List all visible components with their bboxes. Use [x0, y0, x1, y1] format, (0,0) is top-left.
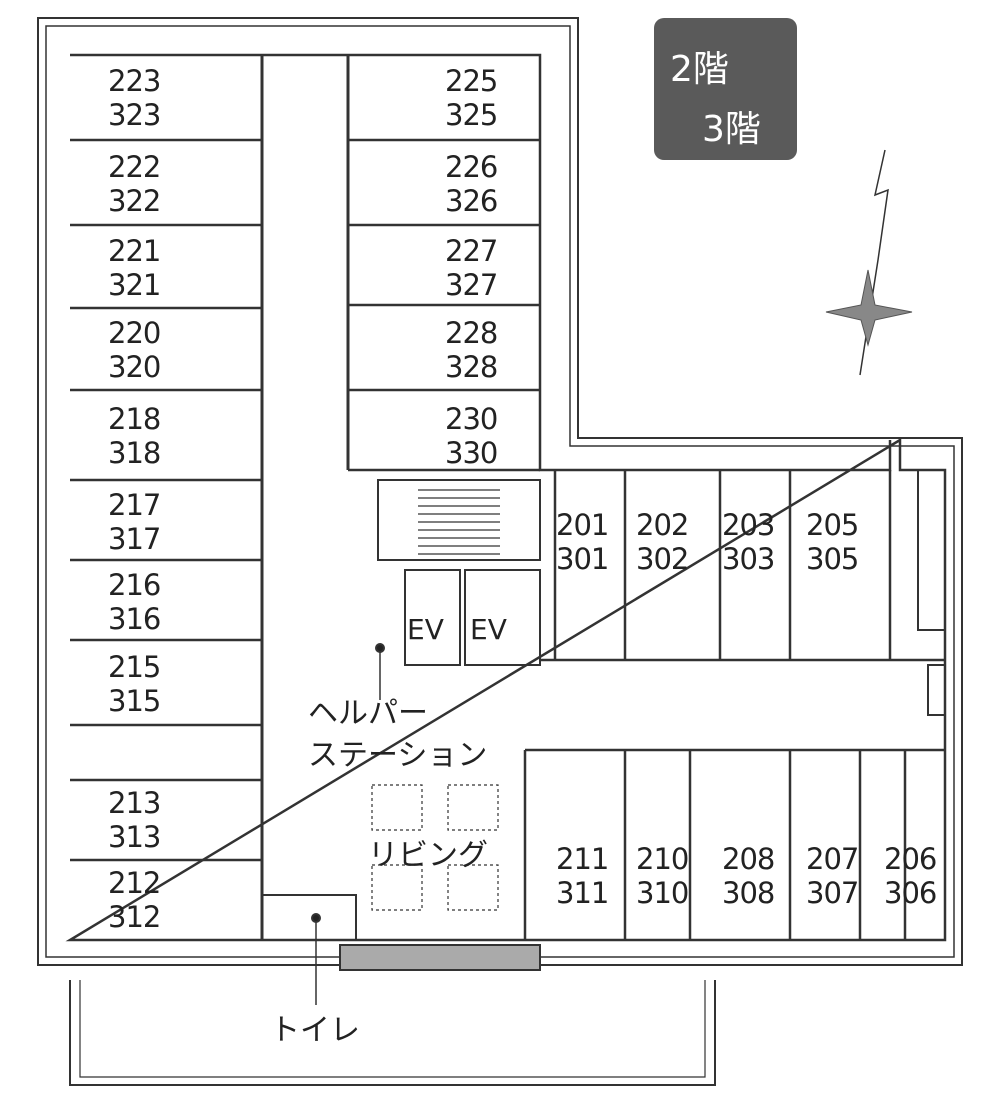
- room-number-floor2: 230: [445, 402, 498, 436]
- room-number-floor3: 321: [108, 268, 161, 302]
- floor-badge-line2: 3階: [702, 109, 761, 150]
- room-number-floor3: 328: [445, 350, 498, 384]
- room-number-floor3: 312: [108, 900, 161, 934]
- floor-badge-line1: 2階: [670, 49, 729, 90]
- room-number-floor3: 301: [556, 542, 609, 576]
- helper-station-label-line2: ステーション: [308, 738, 488, 773]
- room-number-floor2: 206: [884, 842, 937, 876]
- room-number-floor2: 203: [722, 508, 775, 542]
- elevator-label: EV: [407, 613, 444, 646]
- room-number-floor2: 228: [445, 316, 498, 350]
- room-number-floor3: 316: [108, 602, 161, 636]
- room-number-floor2: 211: [556, 842, 609, 876]
- room-number-floor3: 315: [108, 684, 161, 718]
- room-number-floor3: 322: [108, 184, 161, 218]
- room-number-floor3: 318: [108, 436, 161, 470]
- room-number-floor2: 205: [806, 508, 859, 542]
- room-number-floor2: 227: [445, 234, 498, 268]
- room-number-floor3: 325: [445, 98, 498, 132]
- room-number-floor2: 201: [556, 508, 609, 542]
- room-number-floor3: 307: [806, 876, 859, 910]
- room-number-floor2: 213: [108, 786, 161, 820]
- room-number-floor3: 311: [556, 876, 609, 910]
- room-number-floor3: 310: [636, 876, 689, 910]
- room-number-floor3: 306: [884, 876, 937, 910]
- room-number-floor2: 202: [636, 508, 689, 542]
- room-number-floor3: 317: [108, 522, 161, 556]
- living-label: リビング: [368, 838, 488, 873]
- floor-badge: 2階 3階: [654, 18, 797, 160]
- room-number-floor2: 212: [108, 866, 161, 900]
- room-number-floor2: 223: [108, 64, 161, 98]
- room-number-floor2: 217: [108, 488, 161, 522]
- room-number-floor3: 323: [108, 98, 161, 132]
- room-number-floor2: 218: [108, 402, 161, 436]
- room-number-floor2: 216: [108, 568, 161, 602]
- room-number-floor2: 208: [722, 842, 775, 876]
- room-number-floor3: 326: [445, 184, 498, 218]
- helper-station-label: ヘルパー: [308, 696, 428, 731]
- room-number-floor3: 303: [722, 542, 775, 576]
- room-number-floor3: 330: [445, 436, 498, 470]
- elevator-label: EV: [470, 613, 507, 646]
- toilet-label: トイレ: [270, 1013, 360, 1048]
- room-number-floor3: 313: [108, 820, 161, 854]
- room-number-floor2: 221: [108, 234, 161, 268]
- room-number-floor3: 305: [806, 542, 859, 576]
- room-number-floor2: 210: [636, 842, 689, 876]
- room-number-floor3: 327: [445, 268, 498, 302]
- room-number-floor3: 320: [108, 350, 161, 384]
- room-number-floor2: 215: [108, 650, 161, 684]
- room-number-floor2: 220: [108, 316, 161, 350]
- room-number-floor2: 207: [806, 842, 859, 876]
- room-number-floor3: 308: [722, 876, 775, 910]
- room-number-floor2: 225: [445, 64, 498, 98]
- room-number-floor2: 226: [445, 150, 498, 184]
- room-number-floor2: 222: [108, 150, 161, 184]
- room-number-floor3: 302: [636, 542, 689, 576]
